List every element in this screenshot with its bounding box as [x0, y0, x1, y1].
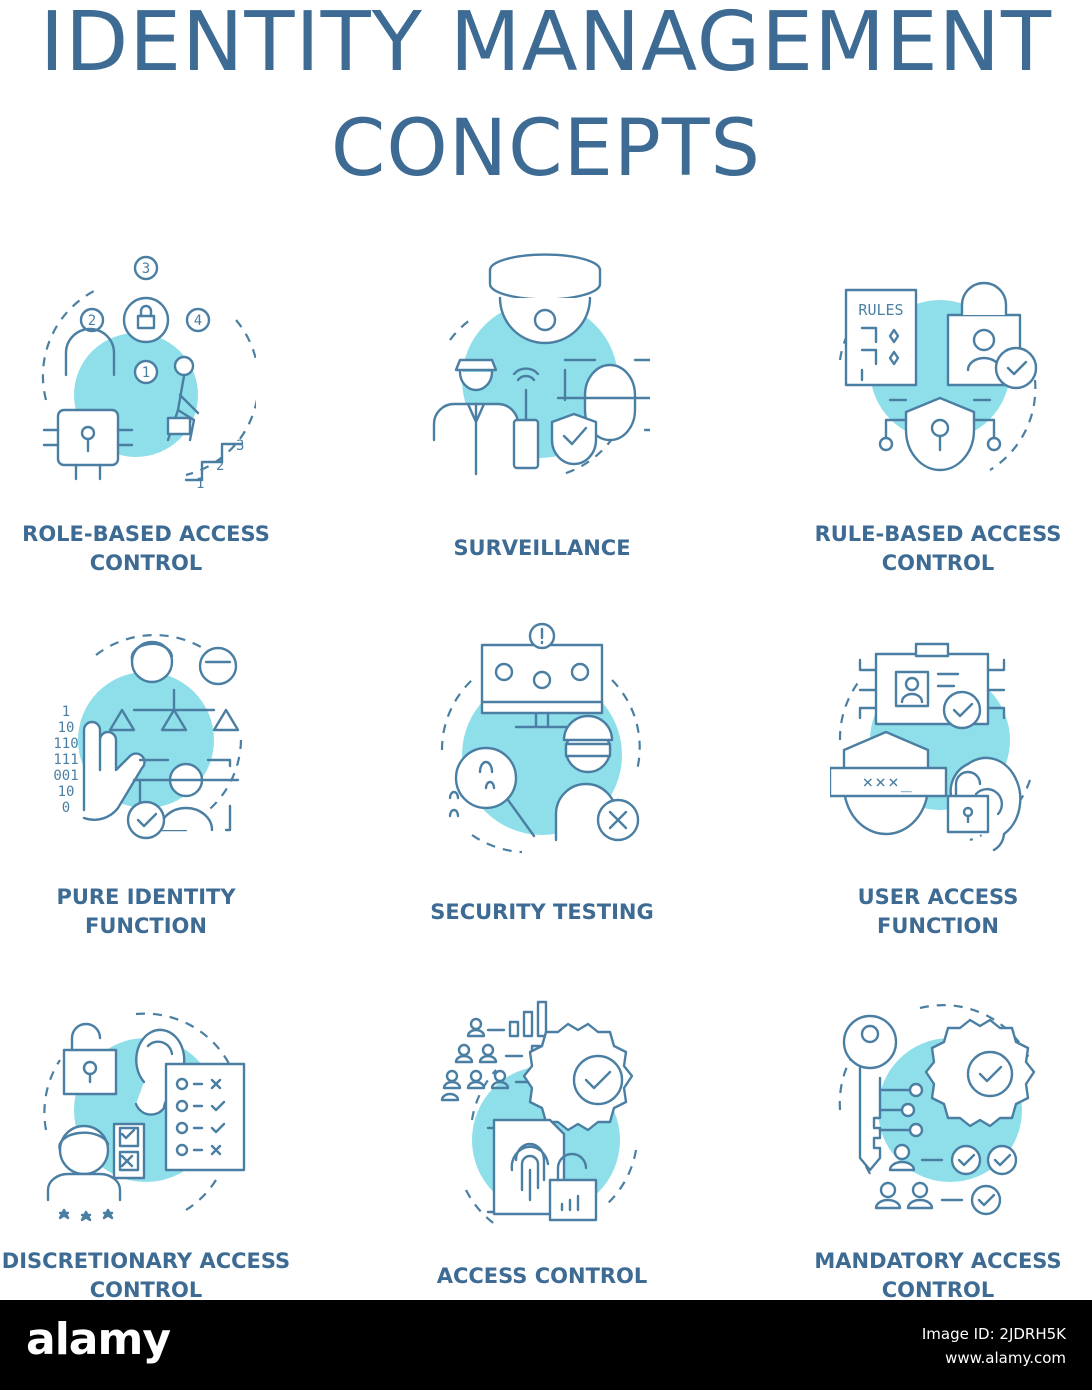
label-line: MANDATORY ACCESS CONTROL — [814, 1249, 1062, 1302]
access-control-icon — [436, 1000, 656, 1240]
footer-meta: Image ID: 2JDRH5K www.alamy.com — [586, 1322, 1066, 1370]
user-access-icon: ×××_ — [830, 630, 1050, 870]
brand-logo-text: alamy — [26, 1314, 171, 1365]
security-testing-icon — [432, 620, 652, 860]
cycle-number-2: 2 — [88, 313, 96, 329]
cycle-number-1: 1 — [142, 365, 150, 381]
svg-text:111: 111 — [53, 752, 78, 768]
stock-footer-bar: alamy Image ID: 2JDRH5K www.alamy.com — [0, 1300, 1092, 1390]
page-title-line-2: CONCEPTS — [330, 110, 762, 188]
label-line: SURVEILLANCE — [453, 536, 631, 560]
svg-text:001: 001 — [53, 768, 78, 784]
mandatory-access-icon — [830, 1000, 1050, 1240]
concept-label-surveillance: SURVEILLANCE — [396, 534, 688, 563]
concept-label-rule-based-access: RULE-BASED ACCESS CONTROL — [792, 520, 1084, 578]
footer-url-text: www.alamy.com — [945, 1349, 1066, 1367]
label-line: SECURITY TESTING — [430, 900, 654, 924]
label-line: USER ACCESS FUNCTION — [857, 885, 1019, 938]
svg-text:10: 10 — [58, 720, 75, 736]
label-line: ACCESS CONTROL — [436, 1264, 648, 1288]
stair-number-2: 2 — [216, 458, 224, 474]
role-based-access-icon: 3 2 4 1 1 2 3 — [36, 250, 256, 490]
label-line: ROLE-BASED ACCESS CONTROL — [22, 522, 270, 575]
label-line: PURE IDENTITY FUNCTION — [56, 885, 236, 938]
stair-number-1: 1 — [196, 476, 204, 490]
concept-label-discretionary-access: DISCRETIONARY ACCESS CONTROL — [0, 1247, 292, 1305]
cycle-number-3: 3 — [142, 261, 150, 277]
rules-sign-text: RULES — [858, 301, 903, 319]
concept-label-pure-identity: PURE IDENTITY FUNCTION — [0, 883, 292, 941]
concept-label-access-control: ACCESS CONTROL — [396, 1262, 688, 1291]
page-title-line-1: IDENTITY MANAGEMENT — [39, 2, 1053, 84]
svg-text:10: 10 — [58, 784, 75, 800]
cycle-number-4: 4 — [194, 313, 202, 329]
label-line: DISCRETIONARY ACCESS CONTROL — [1, 1249, 291, 1302]
svg-text:110: 110 — [53, 736, 78, 752]
concept-label-security-testing: SECURITY TESTING — [396, 898, 688, 927]
concept-label-user-access: USER ACCESS FUNCTION — [792, 883, 1084, 941]
concept-label-role-based-access: ROLE-BASED ACCESS CONTROL — [0, 520, 292, 578]
image-id-text: Image ID: 2JDRH5K — [921, 1325, 1066, 1343]
password-mask: ×××_ — [862, 772, 913, 793]
concept-label-mandatory-access: MANDATORY ACCESS CONTROL — [792, 1247, 1084, 1305]
surveillance-icon — [430, 250, 650, 490]
binary-column: 1 10 110 111 001 10 0 — [53, 704, 78, 816]
svg-text:1: 1 — [62, 704, 70, 720]
rule-based-access-icon: RULES — [830, 260, 1050, 500]
svg-text:0: 0 — [62, 800, 70, 816]
label-line: RULE-BASED ACCESS CONTROL — [814, 522, 1062, 575]
discretionary-access-icon — [36, 1000, 256, 1240]
pure-identity-icon: 1 10 110 111 001 10 0 — [36, 620, 256, 860]
stair-number-3: 3 — [236, 438, 244, 454]
